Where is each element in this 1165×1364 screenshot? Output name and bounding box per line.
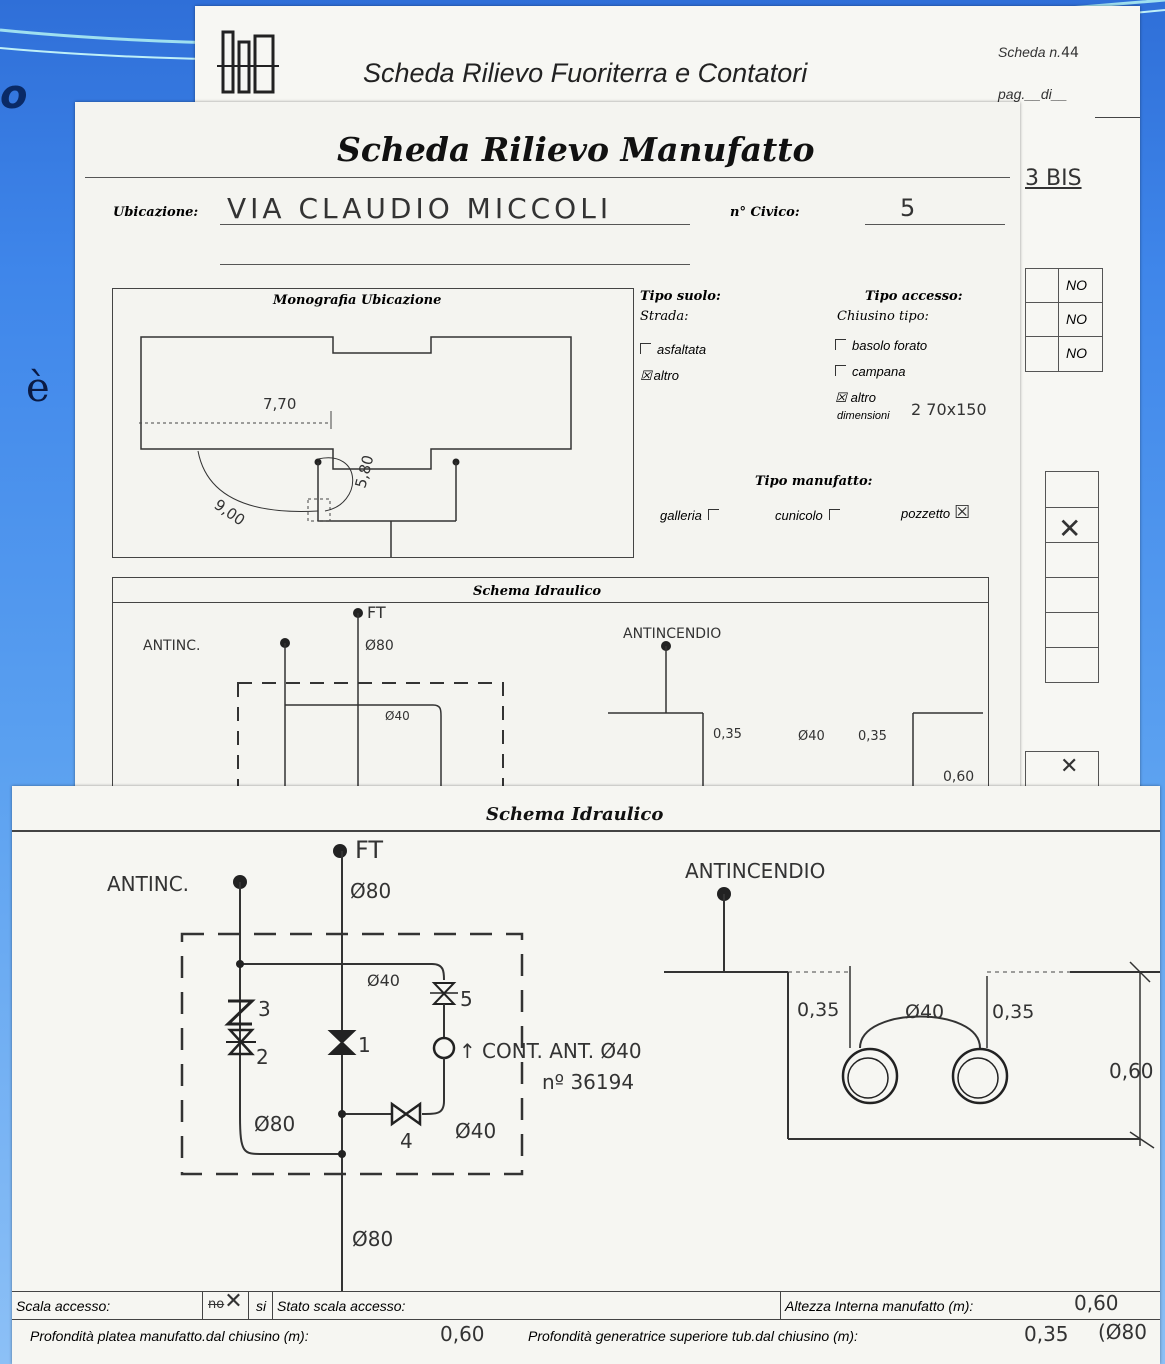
monografia-box: Monografia Ubicazione 7,70 9,00 5,80 <box>112 288 634 558</box>
tipo-manufatto-label: Tipo manufatto: <box>755 474 873 489</box>
matricola-label: nº 36194 <box>542 1070 634 1094</box>
d40-bottom-label: Ø40 <box>455 1119 496 1143</box>
dim-900: 9,00 <box>211 496 249 530</box>
antincendio-label: ANTINCENDIO <box>685 859 825 883</box>
meter-arrow-icon: ↑ <box>459 1039 476 1063</box>
svg-text:0,35: 0,35 <box>713 727 742 742</box>
svg-text:0,35: 0,35 <box>858 729 887 744</box>
check-mark-icon: ✕ <box>1058 512 1082 545</box>
check-valve-icon <box>224 999 256 1026</box>
sheet2-title: Scheda Rilievo Manufatto <box>337 130 815 169</box>
galleria-option: galleria <box>660 508 719 523</box>
scala-si-label: si <box>256 1298 267 1314</box>
sheet1-bis: 3 BIS <box>1025 166 1082 191</box>
svg-text:Ø80: Ø80 <box>365 638 394 654</box>
svg-text:0,60: 0,60 <box>943 769 974 785</box>
monografia-sketch: 7,70 9,00 5,80 <box>139 336 572 557</box>
profondita-gen-label: Profondità generatrice superiore tub.dal… <box>528 1328 858 1344</box>
ft-node-icon <box>333 844 347 858</box>
no-label: NO <box>1066 277 1087 293</box>
valve-1-label: 1 <box>358 1033 371 1057</box>
svg-text:Ø40: Ø40 <box>385 709 410 723</box>
schema-idraulico-diagram: FT ANTINC. Ø80 Ø40 3 2 1 5 ↑ CONT. ANT. … <box>107 836 1160 1291</box>
pozzetto-option: pozzetto☒ <box>901 502 971 523</box>
strada-label: Strada: <box>640 309 689 324</box>
pipe-section-icon <box>841 1047 899 1105</box>
valve-4-icon <box>390 1101 422 1127</box>
civico-label: n° Civico: <box>730 205 800 220</box>
altezza-value: 0,60 <box>1074 1291 1119 1315</box>
valve-5-icon <box>431 982 457 1005</box>
dim-770: 7,70 <box>263 395 296 413</box>
profondita-platea-value: 0,60 <box>440 1322 485 1346</box>
footer-extra: (Ø80 <box>1098 1320 1147 1344</box>
gate-valve-icon <box>227 1028 255 1056</box>
d80-bottom-label: Ø80 <box>352 1227 393 1251</box>
schema-preview-title: Schema Idraulico <box>473 584 602 599</box>
svg-text:Ø40: Ø40 <box>798 729 825 744</box>
sheet-schema-idraulico: Schema Idraulico FT ANTINC. Ø80 Ø40 3 2 … <box>12 786 1160 1364</box>
meter-icon <box>432 1036 456 1060</box>
dim-580: 5,80 <box>351 453 377 490</box>
sheet1-title: Scheda Rilievo Fuoriterra e Contatori <box>363 58 808 88</box>
profondita-gen-value: 0,35 <box>1024 1322 1069 1346</box>
scheda-number: Scheda n.44 <box>998 44 1079 61</box>
dim-060: 0,60 <box>1109 1059 1154 1083</box>
cunicolo-option: cunicolo <box>775 508 840 523</box>
company-logo <box>217 30 279 94</box>
scala-accesso-label: Scala accesso: <box>16 1298 111 1314</box>
svg-text:ANTINCENDIO: ANTINCENDIO <box>623 626 721 642</box>
d80-top-label: Ø80 <box>350 879 391 903</box>
campana-option: campana <box>835 364 905 379</box>
sheet-manufatto: Scheda Rilievo Manufatto Ubicazione: VIA… <box>75 102 1020 802</box>
altro-option: ☒altro <box>640 368 679 383</box>
ubicazione-value: VIA CLAUDIO MICCOLI <box>227 192 613 225</box>
valve-5-label: 5 <box>460 987 473 1011</box>
stato-scala-label: Stato scala accesso: <box>277 1298 406 1314</box>
checkbox-crossed: ✕ <box>1025 751 1099 789</box>
asfaltata-option: asfaltata <box>640 342 706 357</box>
dimensioni-label: dimensioni <box>837 410 890 422</box>
valve-3-label: 3 <box>258 997 271 1021</box>
d40-top-label: Ø40 <box>367 971 400 990</box>
ft-label: FT <box>355 836 383 864</box>
page-number: pag.__di__ <box>998 86 1068 102</box>
pipe-section-icon <box>951 1047 1009 1105</box>
no-box-group: NO NO NO <box>1025 268 1103 372</box>
monografia-title: Monografia Ubicazione <box>273 293 442 308</box>
profondita-platea-label: Profondità platea manufatto.dal chiusino… <box>30 1328 309 1344</box>
basolo-forato-option: basolo forato <box>835 338 927 353</box>
no-label: NO <box>1066 311 1087 327</box>
dim-035-right: 0,35 <box>992 1001 1034 1023</box>
valve-4-label: 4 <box>400 1129 413 1153</box>
civico-value: 5 <box>900 194 916 222</box>
dimensioni-value: 2 70x150 <box>911 400 987 419</box>
schema-title: Schema Idraulico <box>486 804 664 825</box>
altezza-label: Altezza Interna manufatto (m): <box>785 1298 974 1314</box>
check-column: ✕ <box>1045 471 1099 683</box>
d80-left-label: Ø80 <box>254 1112 295 1136</box>
tipo-suolo-label: Tipo suolo: <box>640 289 721 304</box>
slide-title-fragment: o <box>0 72 28 118</box>
schema-preview-sketch: FT ANTINC. Ø80 Ø40 ANTINCENDIO 0,35 Ø40 … <box>143 603 983 802</box>
check-mark-icon: ✕ <box>1060 754 1079 779</box>
no-label: NO <box>1066 345 1087 361</box>
altro-accesso-option: ☒altro <box>835 390 876 405</box>
schema-preview-box: Schema Idraulico FT ANTINC. Ø80 Ø40 ANTI… <box>112 577 989 802</box>
cont-ant-label: CONT. ANT. Ø40 <box>482 1039 642 1063</box>
main-valve-icon <box>327 1030 357 1055</box>
chiusino-tipo-label: Chiusino tipo: <box>837 309 929 324</box>
scala-no-checkbox: no✕ <box>208 1289 243 1314</box>
tipo-accesso-label: Tipo accesso: <box>865 289 963 304</box>
dim-035-left: 0,35 <box>797 999 839 1021</box>
valve-2-label: 2 <box>256 1045 269 1069</box>
svg-text:ANTINC.: ANTINC. <box>143 638 200 654</box>
antinc-label: ANTINC. <box>107 872 189 896</box>
slide-text-fragment: è <box>26 365 50 411</box>
ubicazione-label: Ubicazione: <box>113 205 199 220</box>
dim-040: Ø40 <box>905 1001 944 1023</box>
svg-text:FT: FT <box>367 603 386 622</box>
